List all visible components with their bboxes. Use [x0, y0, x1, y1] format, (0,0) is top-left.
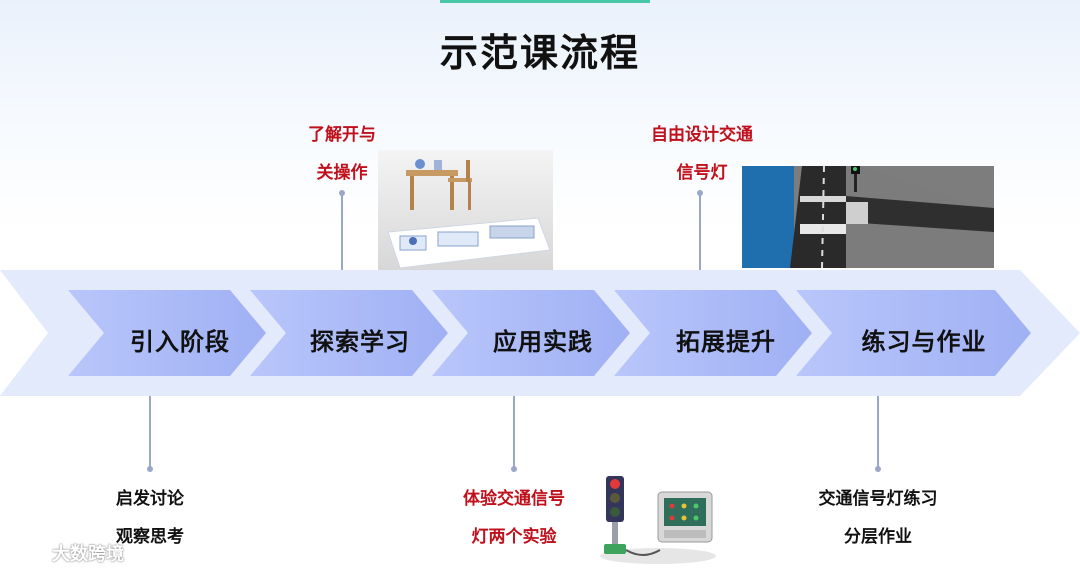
step-label-practice: 练习与作业: [834, 330, 1014, 354]
bottom-note-line: 观察思考: [116, 518, 184, 556]
watermark-icon: [8, 543, 48, 563]
traffic-light-kit-image: [598, 470, 718, 566]
bottom-note-line: 启发讨论: [116, 480, 184, 518]
top-note-explore: 了解开与 关操作: [308, 116, 376, 192]
connector-line: [149, 396, 151, 468]
bottom-note-practice: 交通信号灯练习 分层作业: [819, 480, 938, 556]
step-label-intro: 引入阶段: [90, 330, 270, 354]
connector-line: [513, 396, 515, 468]
bottom-note-line: 交通信号灯练习: [819, 480, 938, 518]
bottom-note-line: 体验交通信号: [463, 480, 565, 518]
connector-line: [341, 192, 343, 270]
page-title: 示范课流程: [0, 22, 1080, 77]
top-note-line: 信号灯: [651, 154, 753, 192]
road-scene-image: [742, 166, 994, 268]
connector-dot: [511, 466, 517, 472]
desk-scene-image: [378, 150, 553, 270]
connector-line: [699, 192, 701, 270]
connector-line: [877, 396, 879, 468]
step-label-explore: 探索学习: [270, 330, 450, 354]
watermark-logo: 大数跨境: [8, 540, 124, 566]
bottom-note-apply: 体验交通信号 灯两个实验: [463, 480, 565, 556]
top-note-line: 了解开与: [308, 116, 376, 154]
bottom-note-intro: 启发讨论 观察思考: [116, 480, 184, 556]
top-note-line: 关操作: [308, 154, 376, 192]
connector-dot: [147, 466, 153, 472]
bottom-note-line: 分层作业: [819, 518, 938, 556]
step-label-extend: 拓展提升: [636, 330, 816, 354]
bottom-note-line: 灯两个实验: [463, 518, 565, 556]
top-note-line: 自由设计交通: [651, 116, 753, 154]
step-label-apply: 应用实践: [453, 330, 633, 354]
watermark-text: 大数跨境: [52, 540, 124, 566]
header-accent-line: [440, 0, 650, 3]
connector-dot: [875, 466, 881, 472]
top-note-extend: 自由设计交通 信号灯: [651, 116, 753, 192]
